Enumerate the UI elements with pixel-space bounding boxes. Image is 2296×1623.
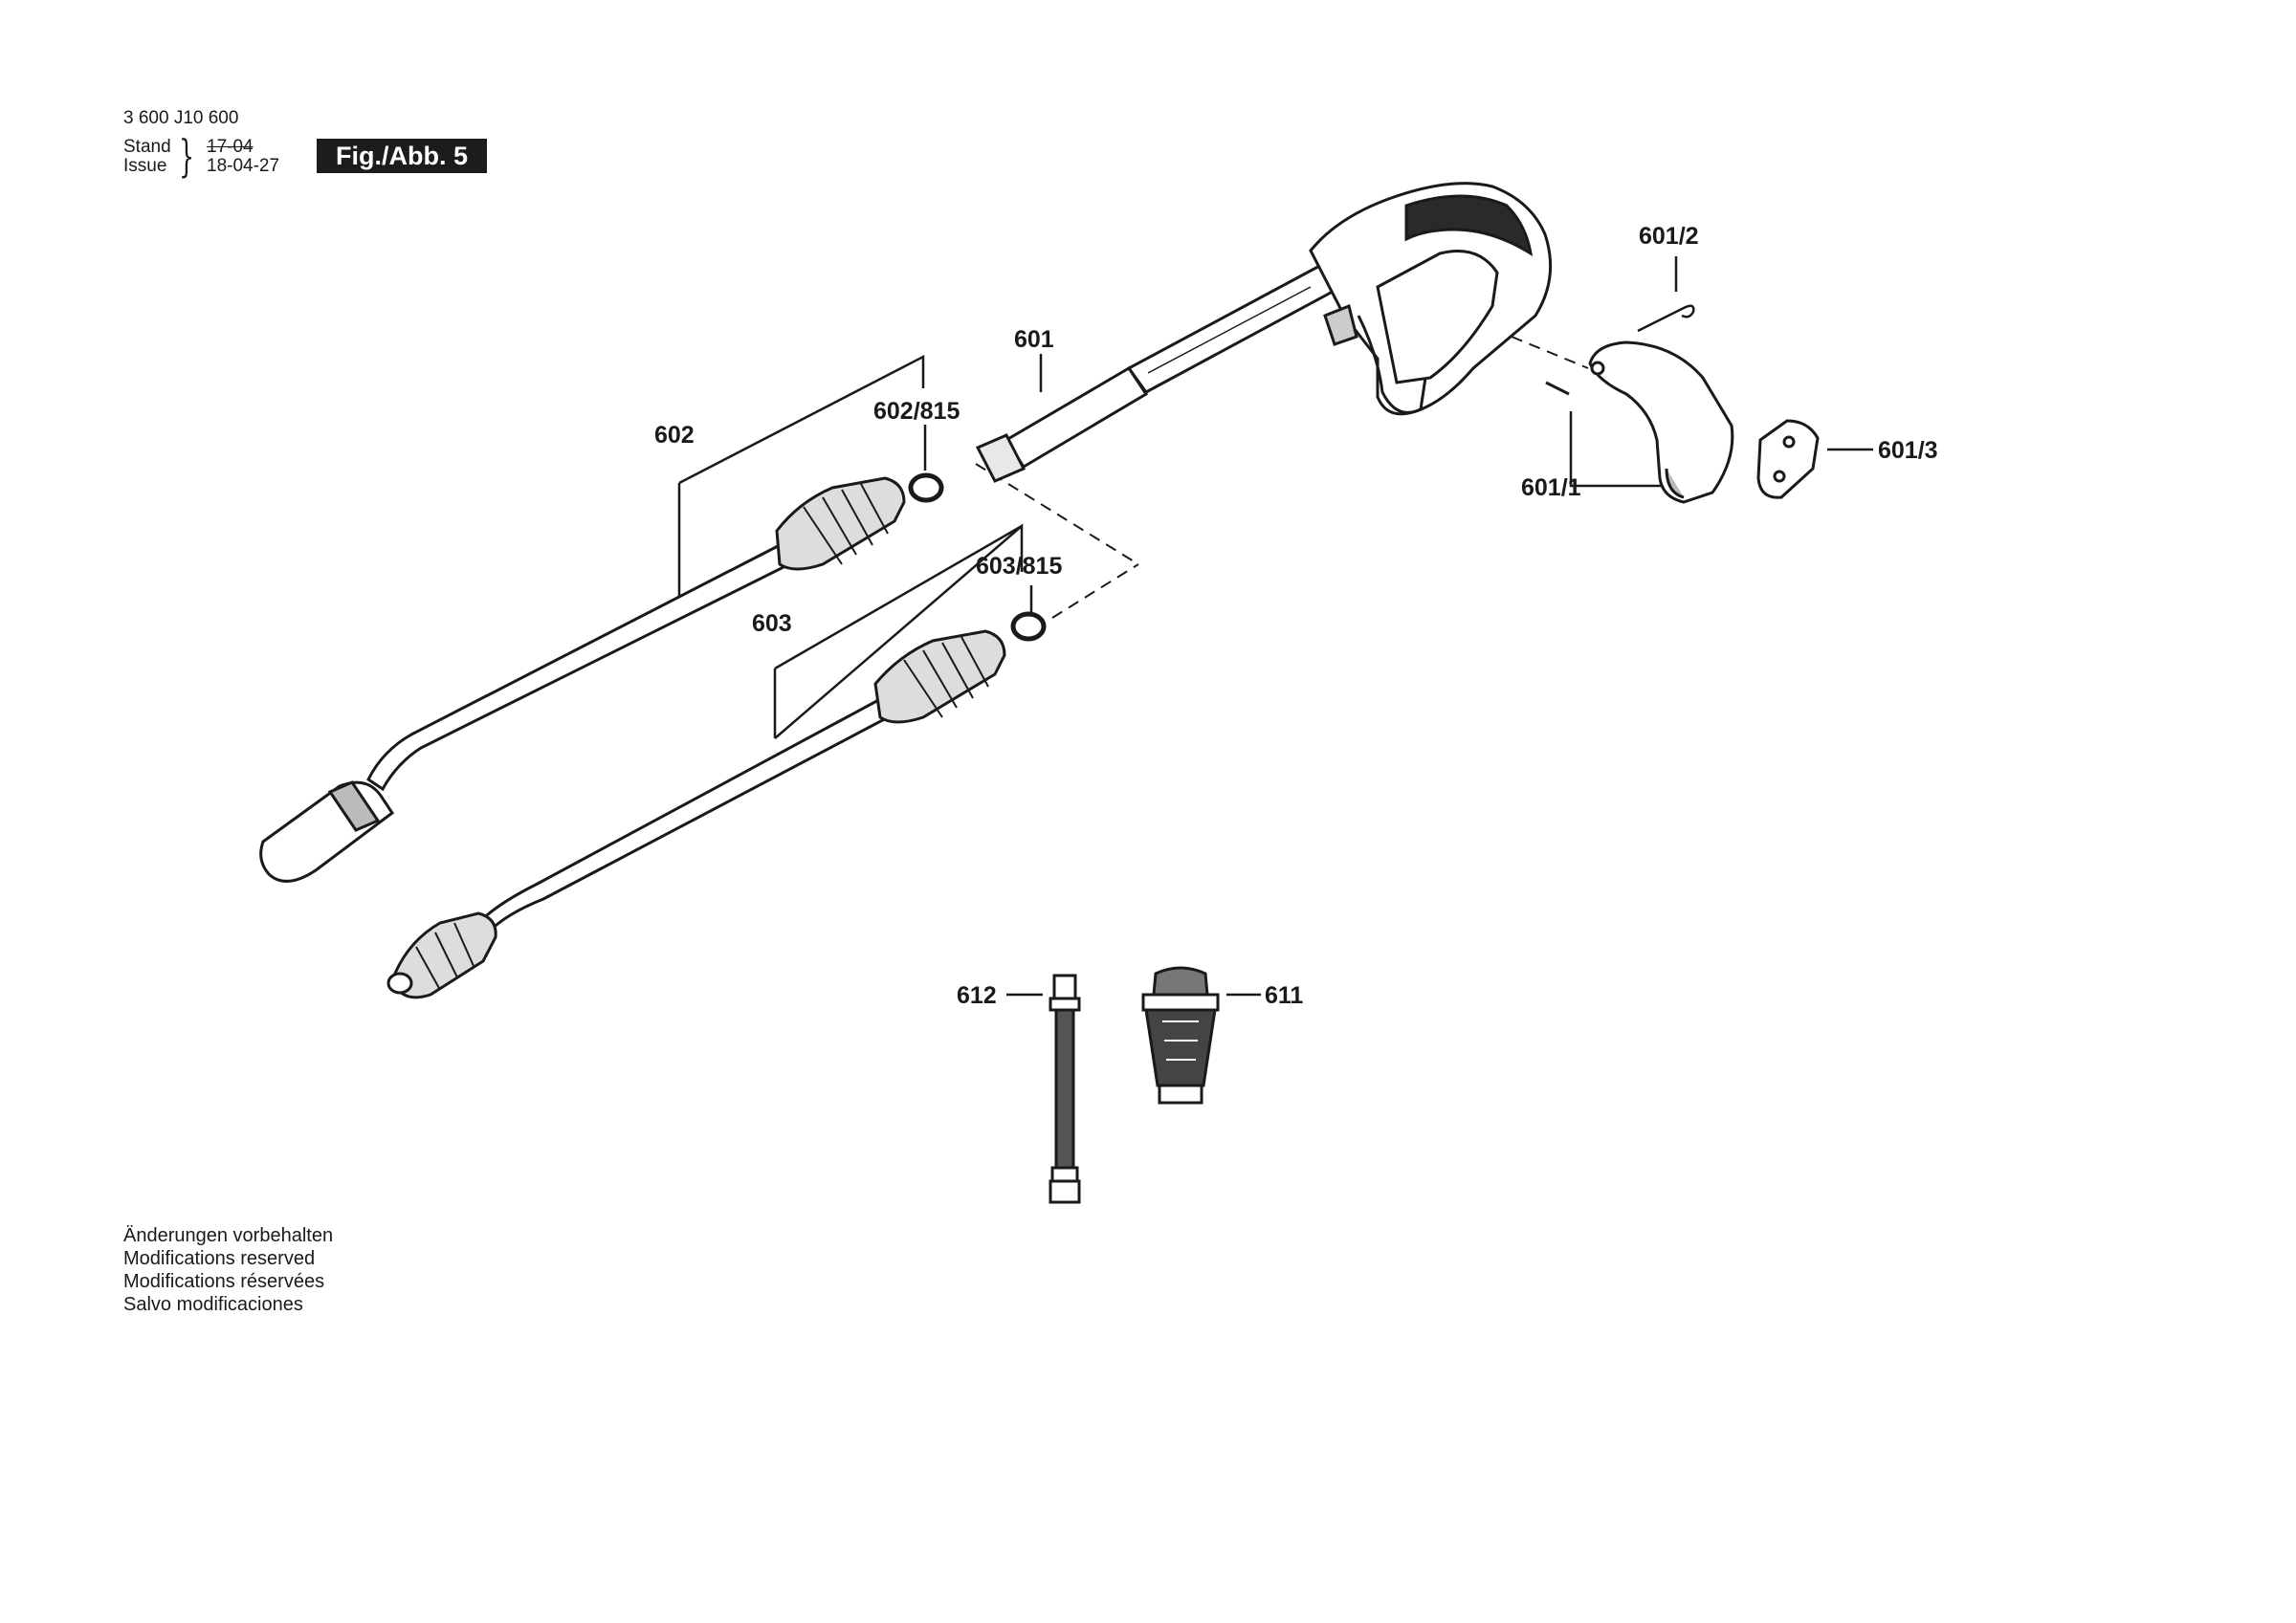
lance-603-tube bbox=[475, 695, 894, 935]
notice-line-fr: Modifications réservées bbox=[123, 1271, 325, 1292]
label-601-1: 601/1 bbox=[1521, 474, 1581, 501]
label-611: 611 bbox=[1265, 982, 1303, 1009]
figure-badge: Fig./Abb. 5 bbox=[317, 139, 487, 173]
lance-602 bbox=[259, 476, 906, 883]
leader-lines bbox=[677, 256, 1873, 997]
label-601-3: 601/3 bbox=[1878, 437, 1938, 464]
issue-date: 18-04-27 bbox=[207, 156, 280, 176]
part-labels: 601 601/1 601/2 601/3 602 602/815 603 60… bbox=[654, 223, 1938, 1009]
lock-601-3 bbox=[1756, 419, 1820, 499]
dash-gun-to-602 bbox=[975, 463, 1139, 565]
gun-trigger-guard bbox=[1357, 315, 1427, 414]
pipe-612-braid bbox=[1054, 1008, 1075, 1170]
label-601: 601 bbox=[1014, 326, 1054, 353]
gun-extension-tube bbox=[1004, 365, 1149, 470]
leader-601-1 bbox=[1569, 411, 1663, 488]
label-603: 603 bbox=[752, 610, 792, 637]
trigger-601-1 bbox=[1545, 340, 1734, 504]
label-603-815: 603/815 bbox=[976, 553, 1062, 580]
o-ring-603-815 bbox=[1010, 611, 1047, 642]
lance-603-nozzle bbox=[390, 911, 497, 999]
lance-602-tube bbox=[366, 542, 792, 792]
label-602-815: 602/815 bbox=[873, 398, 960, 425]
gun-thread-tip bbox=[975, 433, 1027, 483]
dash-603-to-602 bbox=[1051, 563, 1139, 619]
lance-603-grip bbox=[873, 629, 1006, 724]
trigger-pivot-hole bbox=[1590, 361, 1605, 376]
extension-pipe-612 bbox=[1049, 974, 1081, 1204]
dash-gun-to-trigger bbox=[1511, 336, 1589, 369]
bracket-603-top bbox=[774, 524, 1023, 670]
spring-pin-601-2 bbox=[1637, 304, 1695, 333]
issue-label: Issue bbox=[123, 156, 167, 176]
notice-line-en: Modifications reserved bbox=[123, 1248, 316, 1269]
lance-602-nozzle bbox=[259, 780, 395, 883]
water-filter-611 bbox=[1141, 966, 1220, 1105]
stand-date: 17-04 bbox=[207, 137, 254, 157]
lance-602-grip bbox=[775, 476, 906, 571]
lance-603 bbox=[386, 629, 1006, 999]
trigger-pin bbox=[1545, 381, 1570, 396]
o-ring-602-815 bbox=[908, 472, 944, 503]
modifications-notice: Änderungen vorbehalten Modifications res… bbox=[123, 1224, 333, 1316]
document-number: 3 600 J10 600 bbox=[123, 108, 239, 128]
label-602: 602 bbox=[654, 422, 695, 449]
bracket-602 bbox=[678, 354, 925, 485]
notice-line-es: Salvo modificaciones bbox=[123, 1294, 303, 1315]
gun-grip-texture bbox=[1404, 194, 1534, 257]
notice-line-de: Änderungen vorbehalten bbox=[123, 1225, 334, 1246]
label-612: 612 bbox=[957, 982, 997, 1009]
spray-gun-601 bbox=[975, 182, 1553, 483]
brace-glyph: } bbox=[179, 130, 195, 182]
stand-label: Stand bbox=[123, 137, 171, 157]
label-601-2: 601/2 bbox=[1639, 223, 1699, 250]
gun-grip bbox=[1376, 250, 1499, 384]
gun-hose-connector bbox=[1323, 303, 1358, 346]
